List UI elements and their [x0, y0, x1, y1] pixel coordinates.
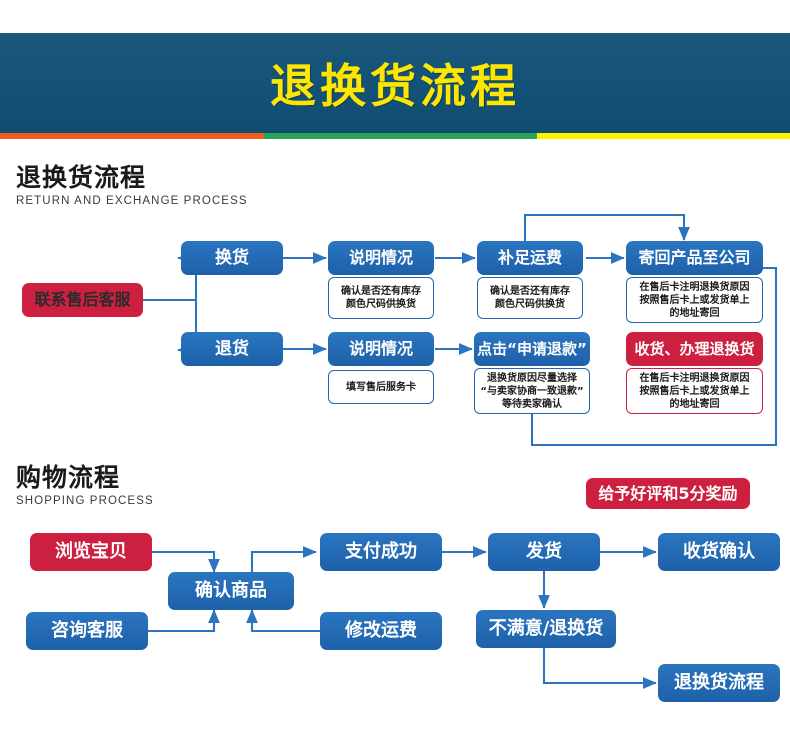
node-consult-service[interactable]: 咨询客服 — [26, 612, 148, 650]
node-label: 寄回产品至公司 — [638, 248, 751, 268]
node-label: 确认商品 — [195, 580, 267, 602]
note-line: 在售后卡注明退换货原因 — [639, 281, 750, 293]
node-label: 说明情况 — [348, 248, 413, 268]
node-label: 补足运费 — [497, 248, 562, 268]
note-receive-and-process: 在售后卡注明退换货原因 按照售后卡上或发货单上 的地址寄回 — [626, 368, 763, 414]
node-label: 不满意/退换货 — [488, 618, 604, 640]
node-return[interactable]: 退货 — [181, 332, 283, 366]
node-confirm-product[interactable]: 确认商品 — [168, 572, 294, 610]
section-heading-shopping: 购物流程 SHOPPING PROCESS — [16, 463, 154, 509]
note-line: 等待卖家确认 — [502, 398, 562, 410]
stripe-yellow — [537, 133, 790, 139]
node-label: 退货 — [215, 338, 249, 359]
node-label: 收货确认 — [683, 541, 755, 563]
note-line: 颜色尺码供换货 — [346, 299, 416, 310]
node-unsatisfied-return[interactable]: 不满意/退换货 — [476, 610, 616, 648]
node-modify-shipping-fee[interactable]: 修改运费 — [320, 612, 442, 650]
node-pay-shipping[interactable]: 补足运费 — [477, 241, 583, 275]
section-heading-return: 退换货流程 RETURN AND EXCHANGE PROCESS — [16, 163, 248, 209]
badge-label: 给予好评和5分奖励 — [598, 483, 738, 503]
node-return-explain[interactable]: 说明情况 — [328, 332, 434, 366]
node-label: 修改运费 — [345, 620, 417, 642]
node-receipt-confirm[interactable]: 收货确认 — [658, 533, 780, 571]
section-title-en: SHOPPING PROCESS — [16, 495, 154, 507]
note-line: 按照售后卡上或发货单上 — [639, 294, 750, 306]
note-line: “与卖家协商一致退款” — [480, 385, 584, 397]
note-line: 退换货原因尽量选择 — [487, 372, 577, 384]
note-send-back-company: 在售后卡注明退换货原因 按照售后卡上或发货单上 的地址寄回 — [626, 277, 763, 323]
node-label: 咨询客服 — [51, 620, 123, 642]
node-label: 浏览宝贝 — [55, 541, 127, 563]
node-label: 点击“申请退款” — [477, 339, 587, 358]
node-label: 联系售后客服 — [34, 290, 131, 310]
node-label: 换货 — [215, 247, 249, 268]
node-return-exchange-process[interactable]: 退换货流程 — [658, 664, 780, 702]
node-exchange-explain[interactable]: 说明情况 — [328, 241, 434, 275]
note-line: 确认是否还有库存 — [341, 286, 421, 297]
note-line: 在售后卡注明退换货原因 — [639, 372, 750, 384]
section-title-cn: 退换货流程 — [16, 163, 147, 192]
node-payment-success[interactable]: 支付成功 — [320, 533, 442, 571]
note-line: 确认是否还有库存 — [490, 286, 570, 297]
header-banner: 退换货流程 — [0, 33, 790, 133]
note-pay-shipping: 确认是否还有库存 颜色尺码供换货 — [477, 277, 583, 319]
note-line: 颜色尺码供换货 — [495, 299, 565, 310]
note-return-explain: 填写售后服务卡 — [328, 370, 434, 404]
node-apply-refund[interactable]: 点击“申请退款” — [474, 332, 590, 366]
node-label: 支付成功 — [345, 541, 417, 563]
node-label: 发货 — [526, 541, 562, 563]
stripe-green — [264, 133, 537, 139]
node-send-back-company[interactable]: 寄回产品至公司 — [626, 241, 763, 275]
badge-good-review-reward[interactable]: 给予好评和5分奖励 — [586, 478, 750, 509]
note-line: 填写售后服务卡 — [346, 381, 416, 393]
note-line: 的地址寄回 — [669, 307, 720, 319]
note-line: 按照售后卡上或发货单上 — [639, 385, 750, 397]
section-title-en: RETURN AND EXCHANGE PROCESS — [16, 195, 248, 207]
node-label: 说明情况 — [348, 339, 413, 359]
node-browse-item[interactable]: 浏览宝贝 — [30, 533, 152, 571]
note-line: 的地址寄回 — [669, 398, 720, 410]
node-shipped[interactable]: 发货 — [488, 533, 600, 571]
node-receive-and-process[interactable]: 收货、办理退换货 — [626, 332, 763, 366]
note-exchange-explain: 确认是否还有库存 颜色尺码供换货 — [328, 277, 434, 319]
banner-title: 退换货流程 — [270, 59, 520, 113]
section-title-cn: 购物流程 — [16, 463, 121, 492]
note-apply-refund: 退换货原因尽量选择 “与卖家协商一致退款” 等待卖家确认 — [474, 368, 590, 414]
node-contact-service[interactable]: 联系售后客服 — [22, 283, 143, 317]
node-label: 收货、办理退换货 — [634, 339, 755, 358]
node-exchange[interactable]: 换货 — [181, 241, 283, 275]
stripe-orange — [0, 133, 264, 139]
node-label: 退换货流程 — [674, 672, 764, 694]
